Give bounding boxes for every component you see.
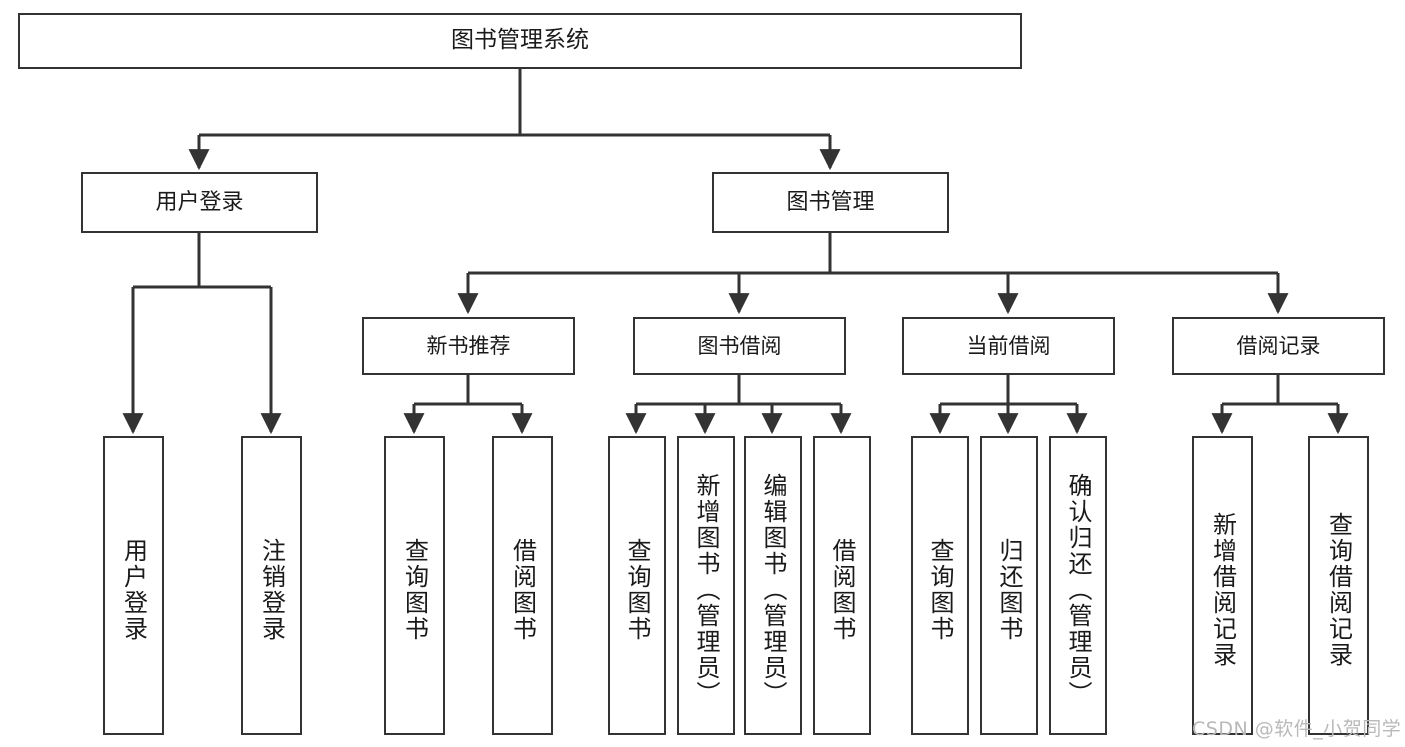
leaf-confirm-return-admin[interactable]: 确认归还（管理员） bbox=[1049, 436, 1107, 735]
node-label: 借阅图书 bbox=[508, 538, 537, 642]
node-label: 注销登录 bbox=[257, 538, 286, 642]
node-label: 图书借阅 bbox=[697, 333, 782, 358]
leaf-query-book-borrow[interactable]: 查询图书 bbox=[608, 436, 666, 735]
node-root-system[interactable]: 图书管理系统 bbox=[18, 13, 1022, 69]
leaf-edit-book-admin[interactable]: 编辑图书（管理员） bbox=[744, 436, 802, 735]
node-book-management[interactable]: 图书管理 bbox=[712, 172, 949, 233]
node-label: 新增借阅记录 bbox=[1208, 512, 1237, 668]
node-current-borrow[interactable]: 当前借阅 bbox=[902, 317, 1115, 375]
node-label: 查询借阅记录 bbox=[1324, 512, 1353, 668]
node-label: 查询图书 bbox=[400, 538, 429, 642]
leaf-query-borrow-record[interactable]: 查询借阅记录 bbox=[1308, 436, 1369, 735]
node-label: 当前借阅 bbox=[966, 333, 1051, 358]
leaf-borrow-book[interactable]: 借阅图书 bbox=[813, 436, 871, 735]
csdn-watermark: CSDN @软件_小贺同学 bbox=[1192, 718, 1402, 740]
node-label: 编辑图书（管理员） bbox=[759, 473, 787, 707]
node-label: 用户登录 bbox=[119, 538, 148, 642]
node-new-book-recommend[interactable]: 新书推荐 bbox=[362, 317, 575, 375]
leaf-add-book-admin[interactable]: 新增图书（管理员） bbox=[677, 436, 735, 735]
node-borrow-record[interactable]: 借阅记录 bbox=[1172, 317, 1385, 375]
leaf-return-book[interactable]: 归还图书 bbox=[980, 436, 1038, 735]
leaf-query-book-current[interactable]: 查询图书 bbox=[911, 436, 969, 735]
node-label: 归还图书 bbox=[995, 538, 1023, 642]
node-book-borrow[interactable]: 图书借阅 bbox=[633, 317, 846, 375]
node-label: 确认归还（管理员） bbox=[1064, 473, 1092, 707]
node-label: 查询图书 bbox=[926, 538, 954, 642]
leaf-query-book-recommend[interactable]: 查询图书 bbox=[384, 436, 445, 735]
leaf-borrow-book-recommend[interactable]: 借阅图书 bbox=[492, 436, 553, 735]
leaf-logout[interactable]: 注销登录 bbox=[241, 436, 302, 735]
node-label: 借阅图书 bbox=[828, 538, 856, 642]
leaf-user-login[interactable]: 用户登录 bbox=[103, 436, 164, 735]
node-label: 图书管理 bbox=[786, 189, 875, 215]
node-label: 借阅记录 bbox=[1236, 333, 1321, 358]
node-label: 用户登录 bbox=[155, 189, 244, 215]
node-label: 图书管理系统 bbox=[451, 27, 589, 54]
node-label: 新书推荐 bbox=[426, 333, 511, 358]
leaf-add-borrow-record[interactable]: 新增借阅记录 bbox=[1192, 436, 1253, 735]
node-label: 新增图书（管理员） bbox=[692, 473, 720, 707]
node-user-login[interactable]: 用户登录 bbox=[81, 172, 318, 233]
node-label: 查询图书 bbox=[623, 538, 651, 642]
